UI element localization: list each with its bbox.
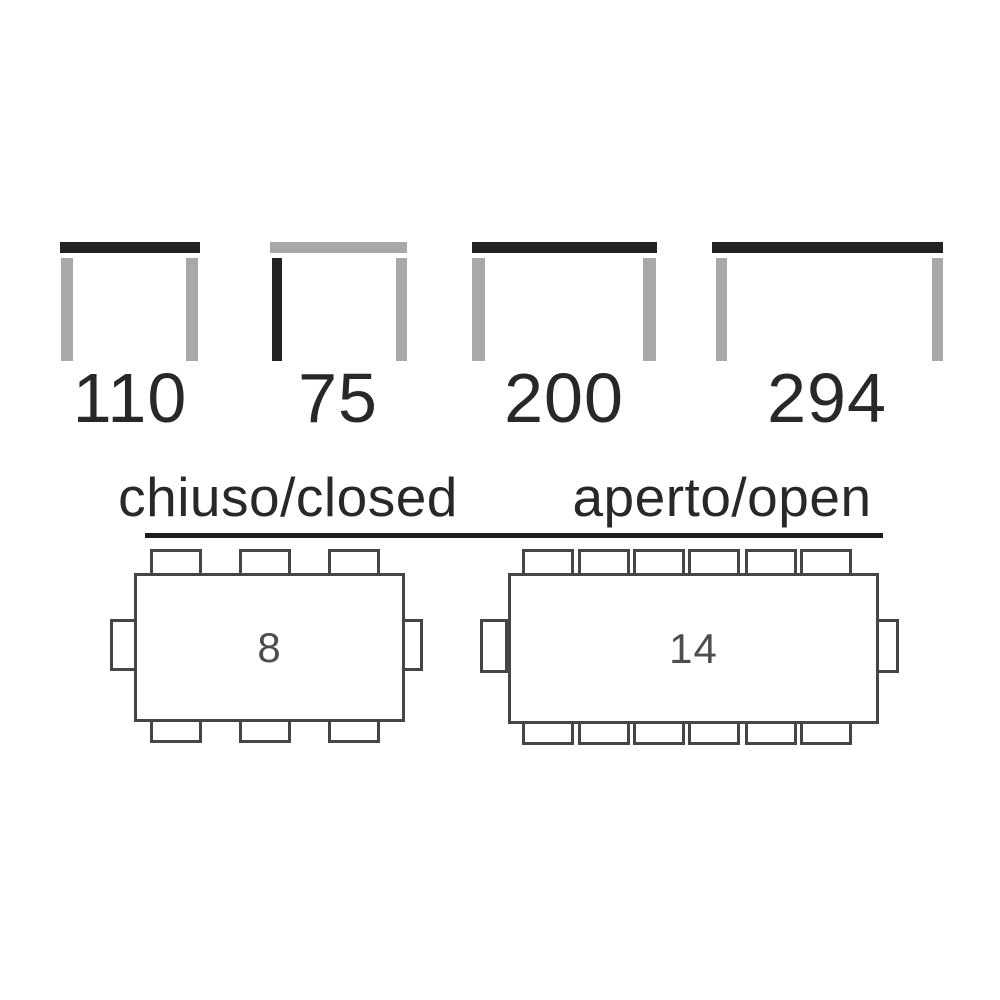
tabletop-bar (712, 242, 943, 253)
dimension-value-75: 75 (298, 359, 378, 437)
heading-open: aperto/open (572, 466, 872, 528)
table-leg (716, 258, 727, 361)
table-leg (643, 258, 656, 361)
chair (328, 549, 380, 577)
table-leg (472, 258, 485, 361)
heading-closed: chiuso/closed (118, 466, 458, 528)
dimension-value-200: 200 (504, 359, 624, 437)
dimension-value-294: 294 (767, 359, 887, 437)
tabletop-bar (60, 242, 200, 253)
seat-count-closed: 8 (257, 623, 282, 671)
tabletop-bar (270, 242, 407, 253)
chair (522, 549, 574, 577)
table-leg (61, 258, 73, 361)
table-leg (186, 258, 198, 361)
table-leg (932, 258, 943, 361)
heading-underline (145, 533, 883, 538)
seat-count-open: 14 (669, 624, 718, 672)
dimension-value-110: 110 (72, 359, 188, 437)
chair (480, 619, 508, 673)
table-leg-highlighted (272, 258, 282, 361)
table-leg (396, 258, 407, 361)
tabletop-open: 14 (508, 573, 879, 724)
tabletop-closed: 8 (134, 573, 405, 722)
tabletop-bar (472, 242, 657, 253)
